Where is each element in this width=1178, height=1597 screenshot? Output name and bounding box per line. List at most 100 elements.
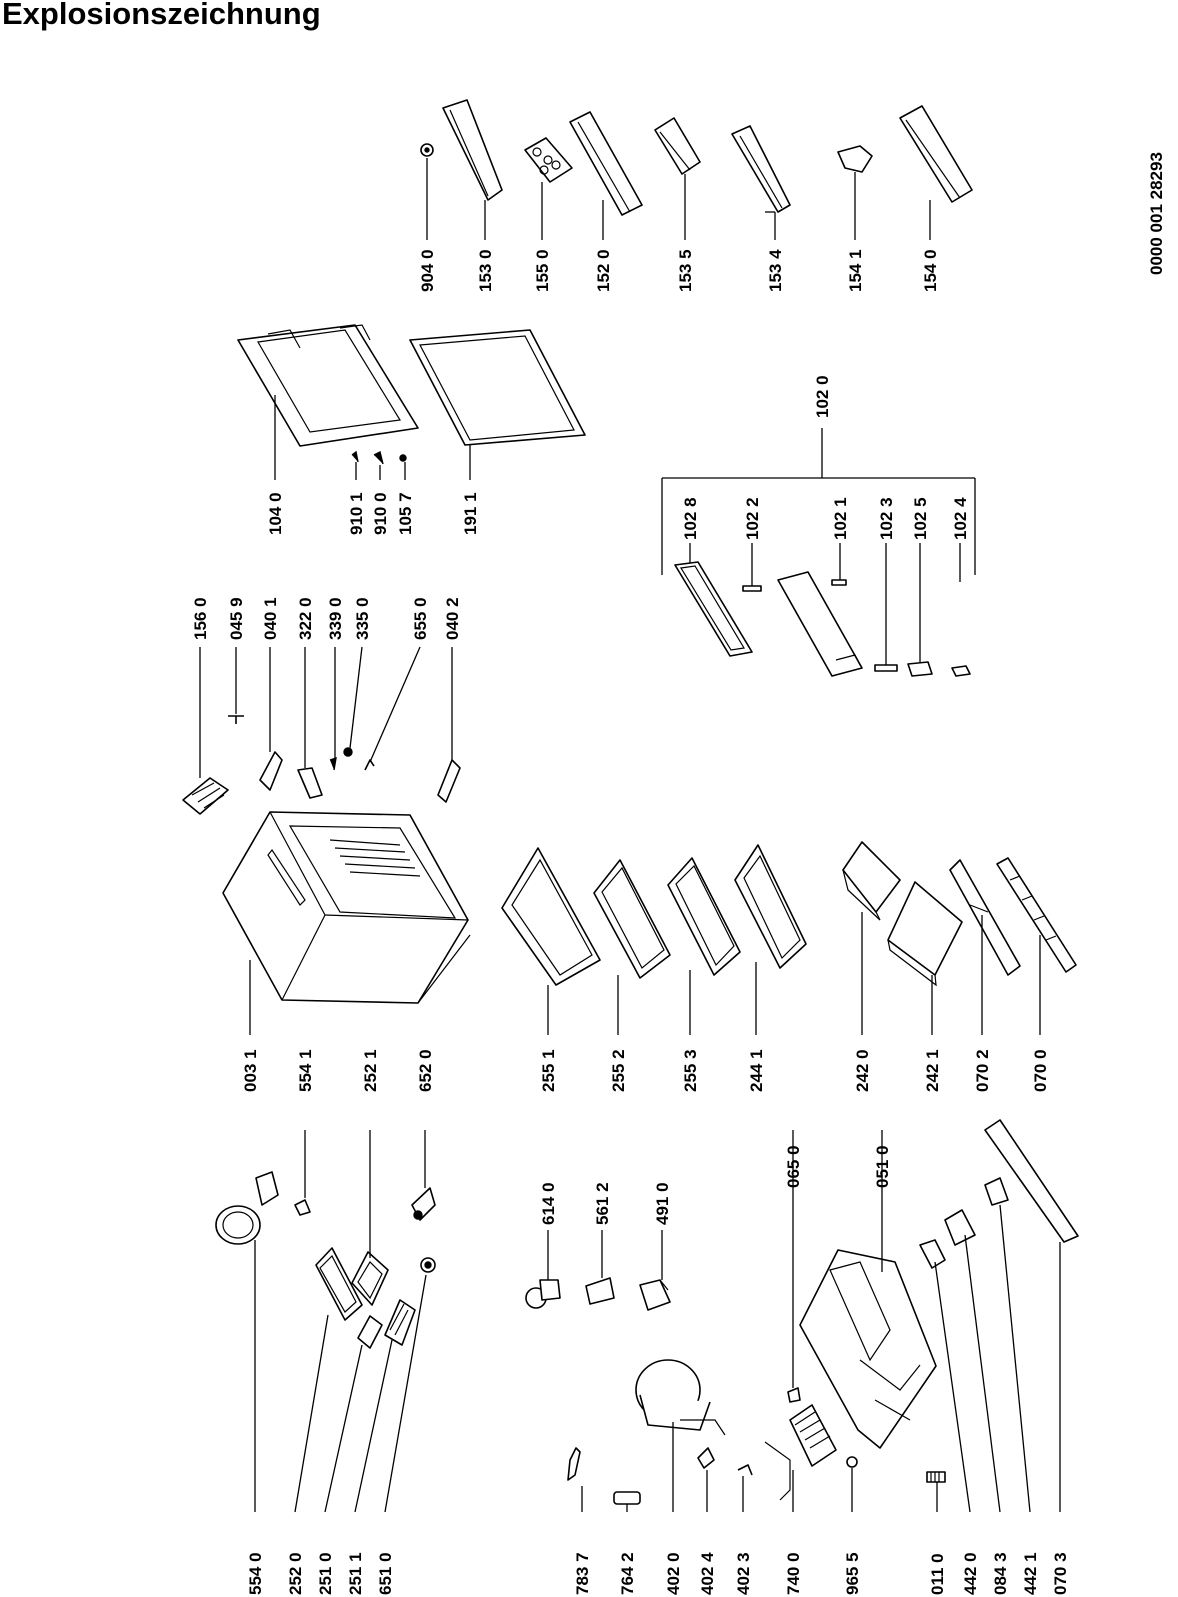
- label-070-3: 070 3: [1051, 1552, 1070, 1595]
- label-104-0: 104 0: [266, 492, 285, 535]
- part-339-0: [329, 647, 337, 771]
- label-102-1: 102 1: [831, 497, 850, 540]
- label-156-0: 156 0: [191, 597, 210, 640]
- part-102-8: [674, 543, 753, 657]
- part-040-2: [437, 647, 461, 803]
- part-614-0: [525, 1230, 561, 1309]
- part-070-3: [984, 1119, 1079, 1512]
- label-191-1: 191 1: [461, 492, 480, 535]
- label-402-0: 402 0: [664, 1552, 683, 1595]
- label-003-1: 003 1: [241, 1049, 260, 1092]
- part-402-3: [737, 1464, 753, 1512]
- part-251-1: [354, 1299, 416, 1513]
- label-105-7: 105 7: [396, 492, 415, 535]
- part-491-0: [639, 1230, 671, 1311]
- label-153-5: 153 5: [676, 249, 695, 292]
- part-764-2: [613, 1491, 641, 1512]
- part-153-0: [442, 99, 503, 240]
- label-242-1: 242 1: [923, 1049, 942, 1092]
- part-156-0: [182, 647, 229, 815]
- part-554-1: [294, 1130, 311, 1216]
- label-084-3: 084 3: [991, 1552, 1010, 1595]
- part-084-3: [944, 1209, 1001, 1513]
- part-153-5: [654, 117, 701, 240]
- part-244-1: [734, 844, 807, 1035]
- label-561-2: 561 2: [593, 1182, 612, 1225]
- label-102-8: 102 8: [681, 497, 700, 540]
- label-065-0: 065 0: [784, 1145, 803, 1188]
- part-003-1: [222, 811, 471, 1035]
- part-040-1: [259, 647, 283, 791]
- part-910-1: [351, 450, 359, 480]
- label-910-0: 910 0: [371, 492, 390, 535]
- part-152-0: [569, 111, 643, 240]
- part-154-1: [837, 145, 873, 240]
- label-102-0: 102 0: [813, 375, 832, 418]
- part-965-5: [846, 1456, 858, 1512]
- label-255-3: 255 3: [681, 1049, 700, 1092]
- document-number: 0000 001 28293: [1147, 152, 1166, 275]
- part-442-0: [919, 1239, 971, 1513]
- page-title: Explosionszeichnung: [2, 0, 321, 31]
- part-242-0: [842, 841, 901, 1035]
- part-904-0: [420, 143, 434, 240]
- label-102-3: 102 3: [877, 497, 896, 540]
- label-040-1: 040 1: [261, 597, 280, 640]
- part-561-2: [585, 1230, 615, 1305]
- label-255-1: 255 1: [539, 1049, 558, 1092]
- part-045-9: [228, 647, 244, 724]
- part-102-0: [661, 428, 976, 575]
- part-242-1: [887, 881, 963, 1035]
- label-339-0: 339 0: [326, 597, 345, 640]
- part-102-4: [951, 543, 971, 677]
- part-442-1: [984, 1177, 1031, 1513]
- label-614-0: 614 0: [539, 1182, 558, 1225]
- label-554-0: 554 0: [246, 1552, 265, 1595]
- part-191-1: [409, 329, 586, 480]
- label-335-0: 335 0: [353, 597, 372, 640]
- label-910-1: 910 1: [347, 492, 366, 535]
- part-011-0: [926, 1471, 946, 1512]
- part-251-0: [324, 1315, 383, 1513]
- part-065-0: [787, 1130, 801, 1403]
- part-402-4: [697, 1447, 715, 1512]
- label-740-0: 740 0: [784, 1552, 803, 1595]
- part-652-0: [411, 1130, 436, 1221]
- label-011-0: 011 0: [928, 1553, 947, 1595]
- part-252-1: [351, 1130, 389, 1306]
- part-102-2: [742, 543, 762, 592]
- label-244-1: 244 1: [747, 1049, 766, 1092]
- label-070-0: 070 0: [1031, 1049, 1050, 1092]
- label-965-5: 965 5: [843, 1552, 862, 1595]
- part-651-0: [384, 1257, 436, 1513]
- part-070-0: [996, 857, 1077, 1035]
- part-255-1: [501, 847, 601, 1035]
- label-554-1: 554 1: [296, 1049, 315, 1092]
- label-764-2: 764 2: [618, 1552, 637, 1595]
- part-252-0: [294, 1247, 363, 1513]
- part-554-0: [215, 1171, 279, 1512]
- label-255-2: 255 2: [609, 1049, 628, 1092]
- label-904-0: 904 0: [418, 249, 437, 292]
- label-251-1: 251 1: [346, 1552, 365, 1595]
- part-102-1: [777, 543, 863, 677]
- part-335-0: [343, 646, 363, 757]
- label-153-0: 153 0: [476, 249, 495, 292]
- part-154-0: [899, 105, 973, 240]
- part-102-5: [907, 543, 933, 677]
- label-251-0: 251 0: [316, 1552, 335, 1595]
- label-252-1: 252 1: [361, 1049, 380, 1092]
- label-442-1: 442 1: [1021, 1552, 1040, 1595]
- part-402-0: [635, 1359, 726, 1512]
- part-105-7: [399, 454, 407, 480]
- part-155-0: [524, 137, 573, 240]
- label-155-0: 155 0: [533, 249, 552, 292]
- label-102-5: 102 5: [911, 497, 930, 540]
- part-labels: 904 0 153 0 155 0 152 0 153 5 153 4 154 …: [191, 249, 1070, 1595]
- label-491-0: 491 0: [653, 1182, 672, 1225]
- label-152-0: 152 0: [594, 249, 613, 292]
- label-242-0: 242 0: [853, 1049, 872, 1092]
- label-655-0: 655 0: [411, 597, 430, 640]
- part-102-3: [874, 543, 898, 672]
